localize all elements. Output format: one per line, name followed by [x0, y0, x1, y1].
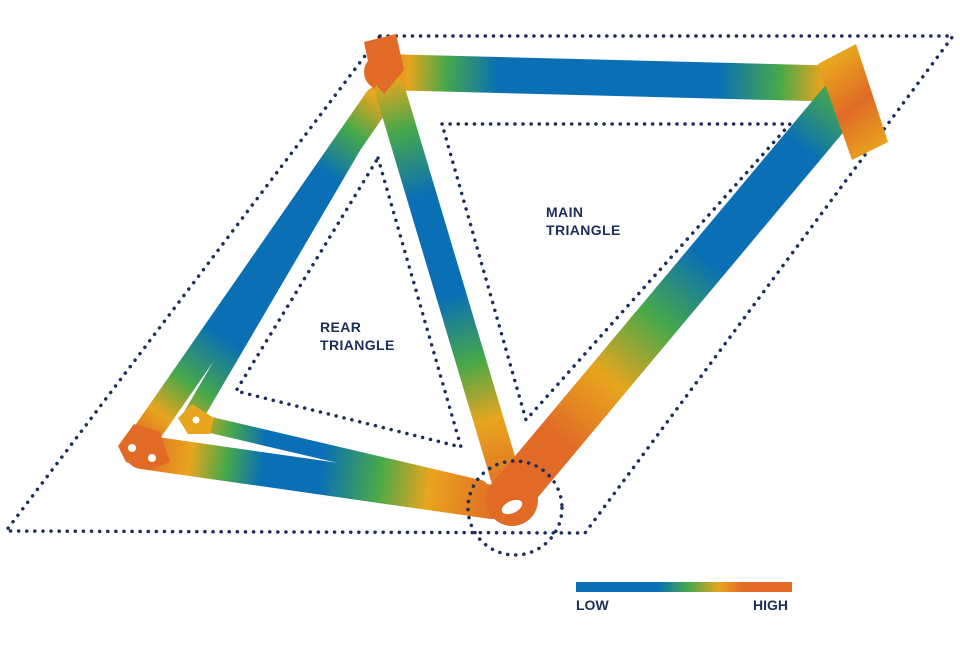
dropout-hole-1 [128, 444, 136, 452]
main-triangle-outline [439, 122, 794, 424]
chain-stay-left [125, 435, 509, 519]
down-tube [490, 80, 862, 516]
dropout-hole-3 [192, 416, 200, 424]
bottom-bracket-shell [486, 474, 538, 526]
top-tube [364, 54, 866, 102]
rear-triangle-label-line1: REAR [320, 319, 362, 335]
rear-triangle-label: REAR TRIANGLE [320, 318, 395, 354]
outer-frame-outline [2, 34, 957, 535]
rear-dropout-left [118, 424, 170, 470]
main-triangle-label-line2: TRIANGLE [546, 222, 621, 238]
main-triangle-label: MAIN TRIANGLE [546, 203, 621, 239]
bottom-bracket-hole [501, 499, 523, 515]
dropout-hole-2 [148, 454, 156, 462]
legend-gradient-bar [576, 582, 792, 592]
seat-tube [375, 75, 525, 507]
seat-stay-left [128, 86, 392, 454]
bike-frame [125, 54, 866, 519]
legend-low-label: LOW [576, 597, 609, 613]
seat-collar [364, 34, 404, 94]
rear-triangle-label-line2: TRIANGLE [320, 337, 395, 353]
head-tube [818, 44, 888, 160]
bottom-bracket-highlight [466, 459, 564, 557]
legend-high-label: HIGH [753, 597, 788, 613]
main-triangle-label-line1: MAIN [546, 204, 584, 220]
